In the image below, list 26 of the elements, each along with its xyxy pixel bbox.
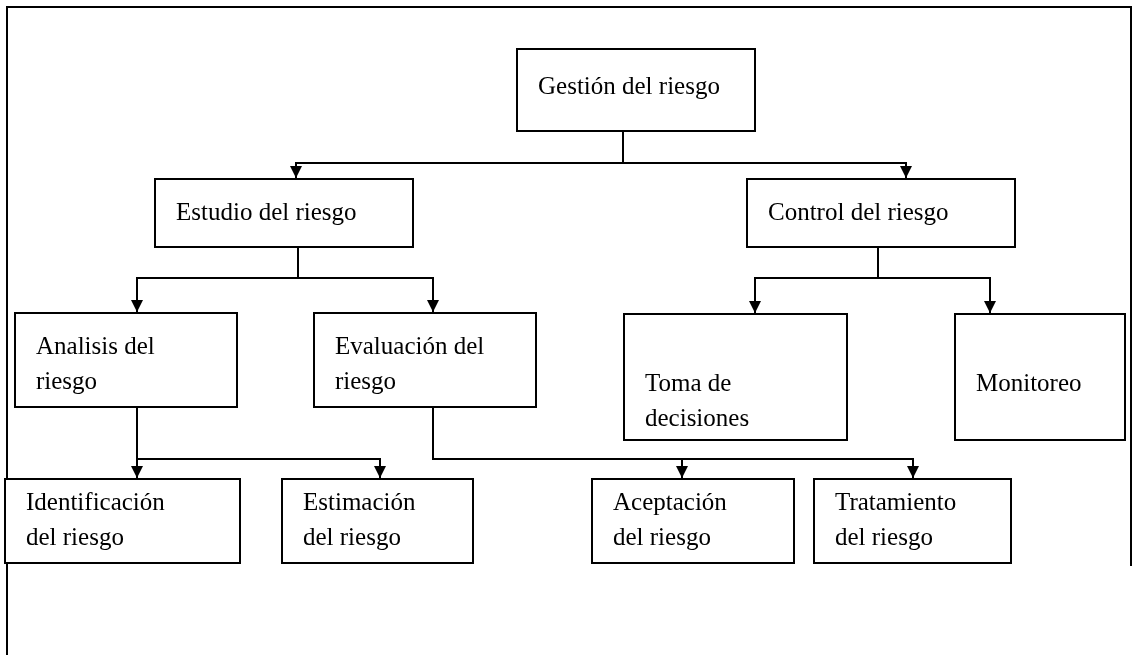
- box-label: Evaluación del riesgo: [335, 331, 486, 396]
- box-label: Monitoreo: [976, 368, 1083, 398]
- box-label: Control del riesgo: [768, 197, 950, 227]
- process-box: [623, 313, 848, 441]
- process-box: [154, 178, 414, 248]
- box-label: Identificación del riesgo: [26, 487, 166, 552]
- box-label: Estimación del riesgo: [303, 487, 417, 552]
- process-box: [746, 178, 1016, 248]
- process-box: [813, 478, 1012, 564]
- arrow: [297, 247, 439, 313]
- arrow: [622, 131, 912, 179]
- box-label: Analisis del riesgo: [36, 331, 156, 396]
- box-label: Toma de decisiones: [645, 368, 751, 433]
- process-box: [4, 478, 241, 564]
- process-box: [516, 48, 756, 132]
- process-box: [313, 312, 537, 408]
- process-box: [954, 313, 1126, 441]
- box-label: Gestión del riesgo: [538, 71, 721, 101]
- process-box: [591, 478, 795, 564]
- box-label: Tratamiento del riesgo: [835, 487, 958, 552]
- arrow: [877, 247, 996, 314]
- box-label: Aceptación del riesgo: [613, 487, 728, 552]
- arrow: [136, 407, 386, 479]
- box-label: Estudio del riesgo: [176, 197, 358, 227]
- process-box: [281, 478, 474, 564]
- process-box: [14, 312, 238, 408]
